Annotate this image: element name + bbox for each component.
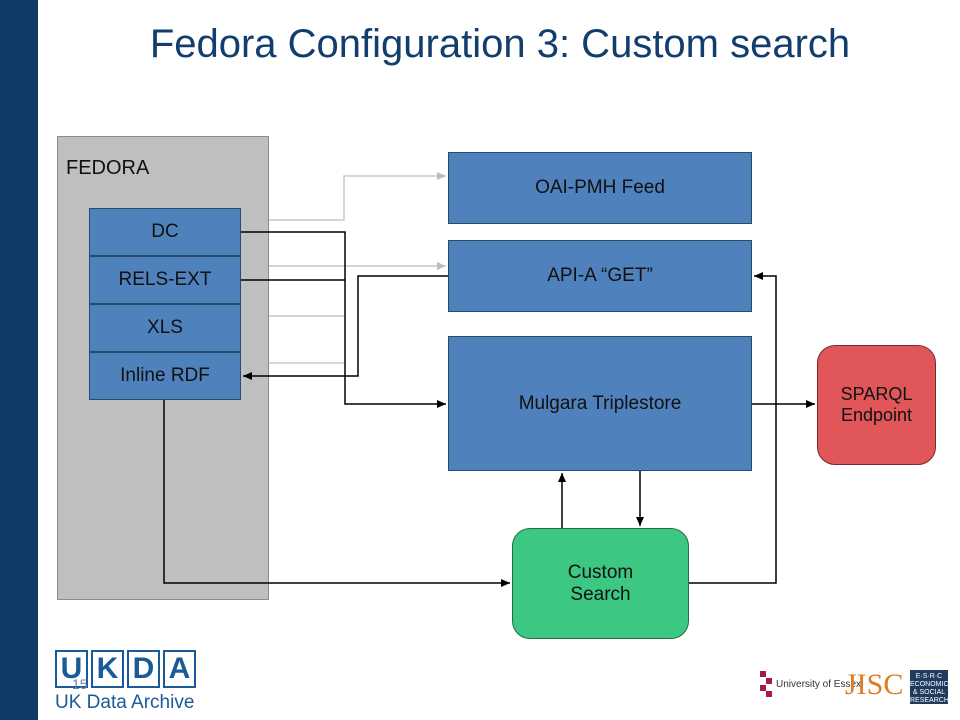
sparql-endpoint-box: SPARQL Endpoint	[817, 345, 936, 465]
fedora-label: FEDORA	[66, 157, 150, 179]
oai-pmh-feed-box: OAI-PMH Feed	[448, 152, 752, 224]
esrc-logo: E·S·R·C ECONOMIC & SOCIAL RESEARCH COUNC…	[910, 670, 949, 712]
ukda-name: UK Data Archive	[55, 692, 195, 713]
left-sidebar-bar	[0, 0, 38, 720]
inline-rdf-to-custom-line	[163, 400, 510, 587]
ukda-logo: U K D A	[55, 650, 196, 688]
custom-label-line2: Search	[570, 583, 631, 605]
datastream-inline-rdf: Inline RDF	[89, 352, 241, 400]
mulgara-triplestore-box: Mulgara Triplestore	[448, 336, 752, 471]
custom-search-box: Custom Search	[512, 528, 689, 639]
dc-to-mulgara-line	[241, 231, 446, 408]
datastream-dc: DC	[89, 208, 241, 256]
sparql-label-line2: Endpoint	[840, 405, 913, 425]
datastream-rels-ext: RELS-EXT	[89, 256, 241, 304]
slide-number: 15	[72, 676, 88, 692]
ukda-letter-k: K	[91, 650, 124, 688]
ukda-letter-d: D	[127, 650, 160, 688]
slide-title: Fedora Configuration 3: Custom search	[149, 22, 851, 66]
ukda-letter-a: A	[163, 650, 196, 688]
ukda-letter-u: U	[55, 650, 88, 688]
custom-to-api-line	[689, 272, 777, 584]
jisc-logo: JISC	[845, 668, 904, 701]
custom-label-line1: Custom	[567, 561, 634, 583]
sparql-label-line1: SPARQL	[840, 384, 913, 404]
gray-line-dc	[269, 172, 446, 221]
api-to-inline-rdf-line	[243, 275, 448, 380]
essex-text: University of Essex	[776, 678, 862, 690]
datastream-xls: XLS	[89, 304, 241, 352]
university-of-essex-logo: University of Essex	[760, 671, 861, 697]
api-a-get-box: API-A “GET”	[448, 240, 752, 312]
essex-mark-icon	[760, 671, 772, 697]
